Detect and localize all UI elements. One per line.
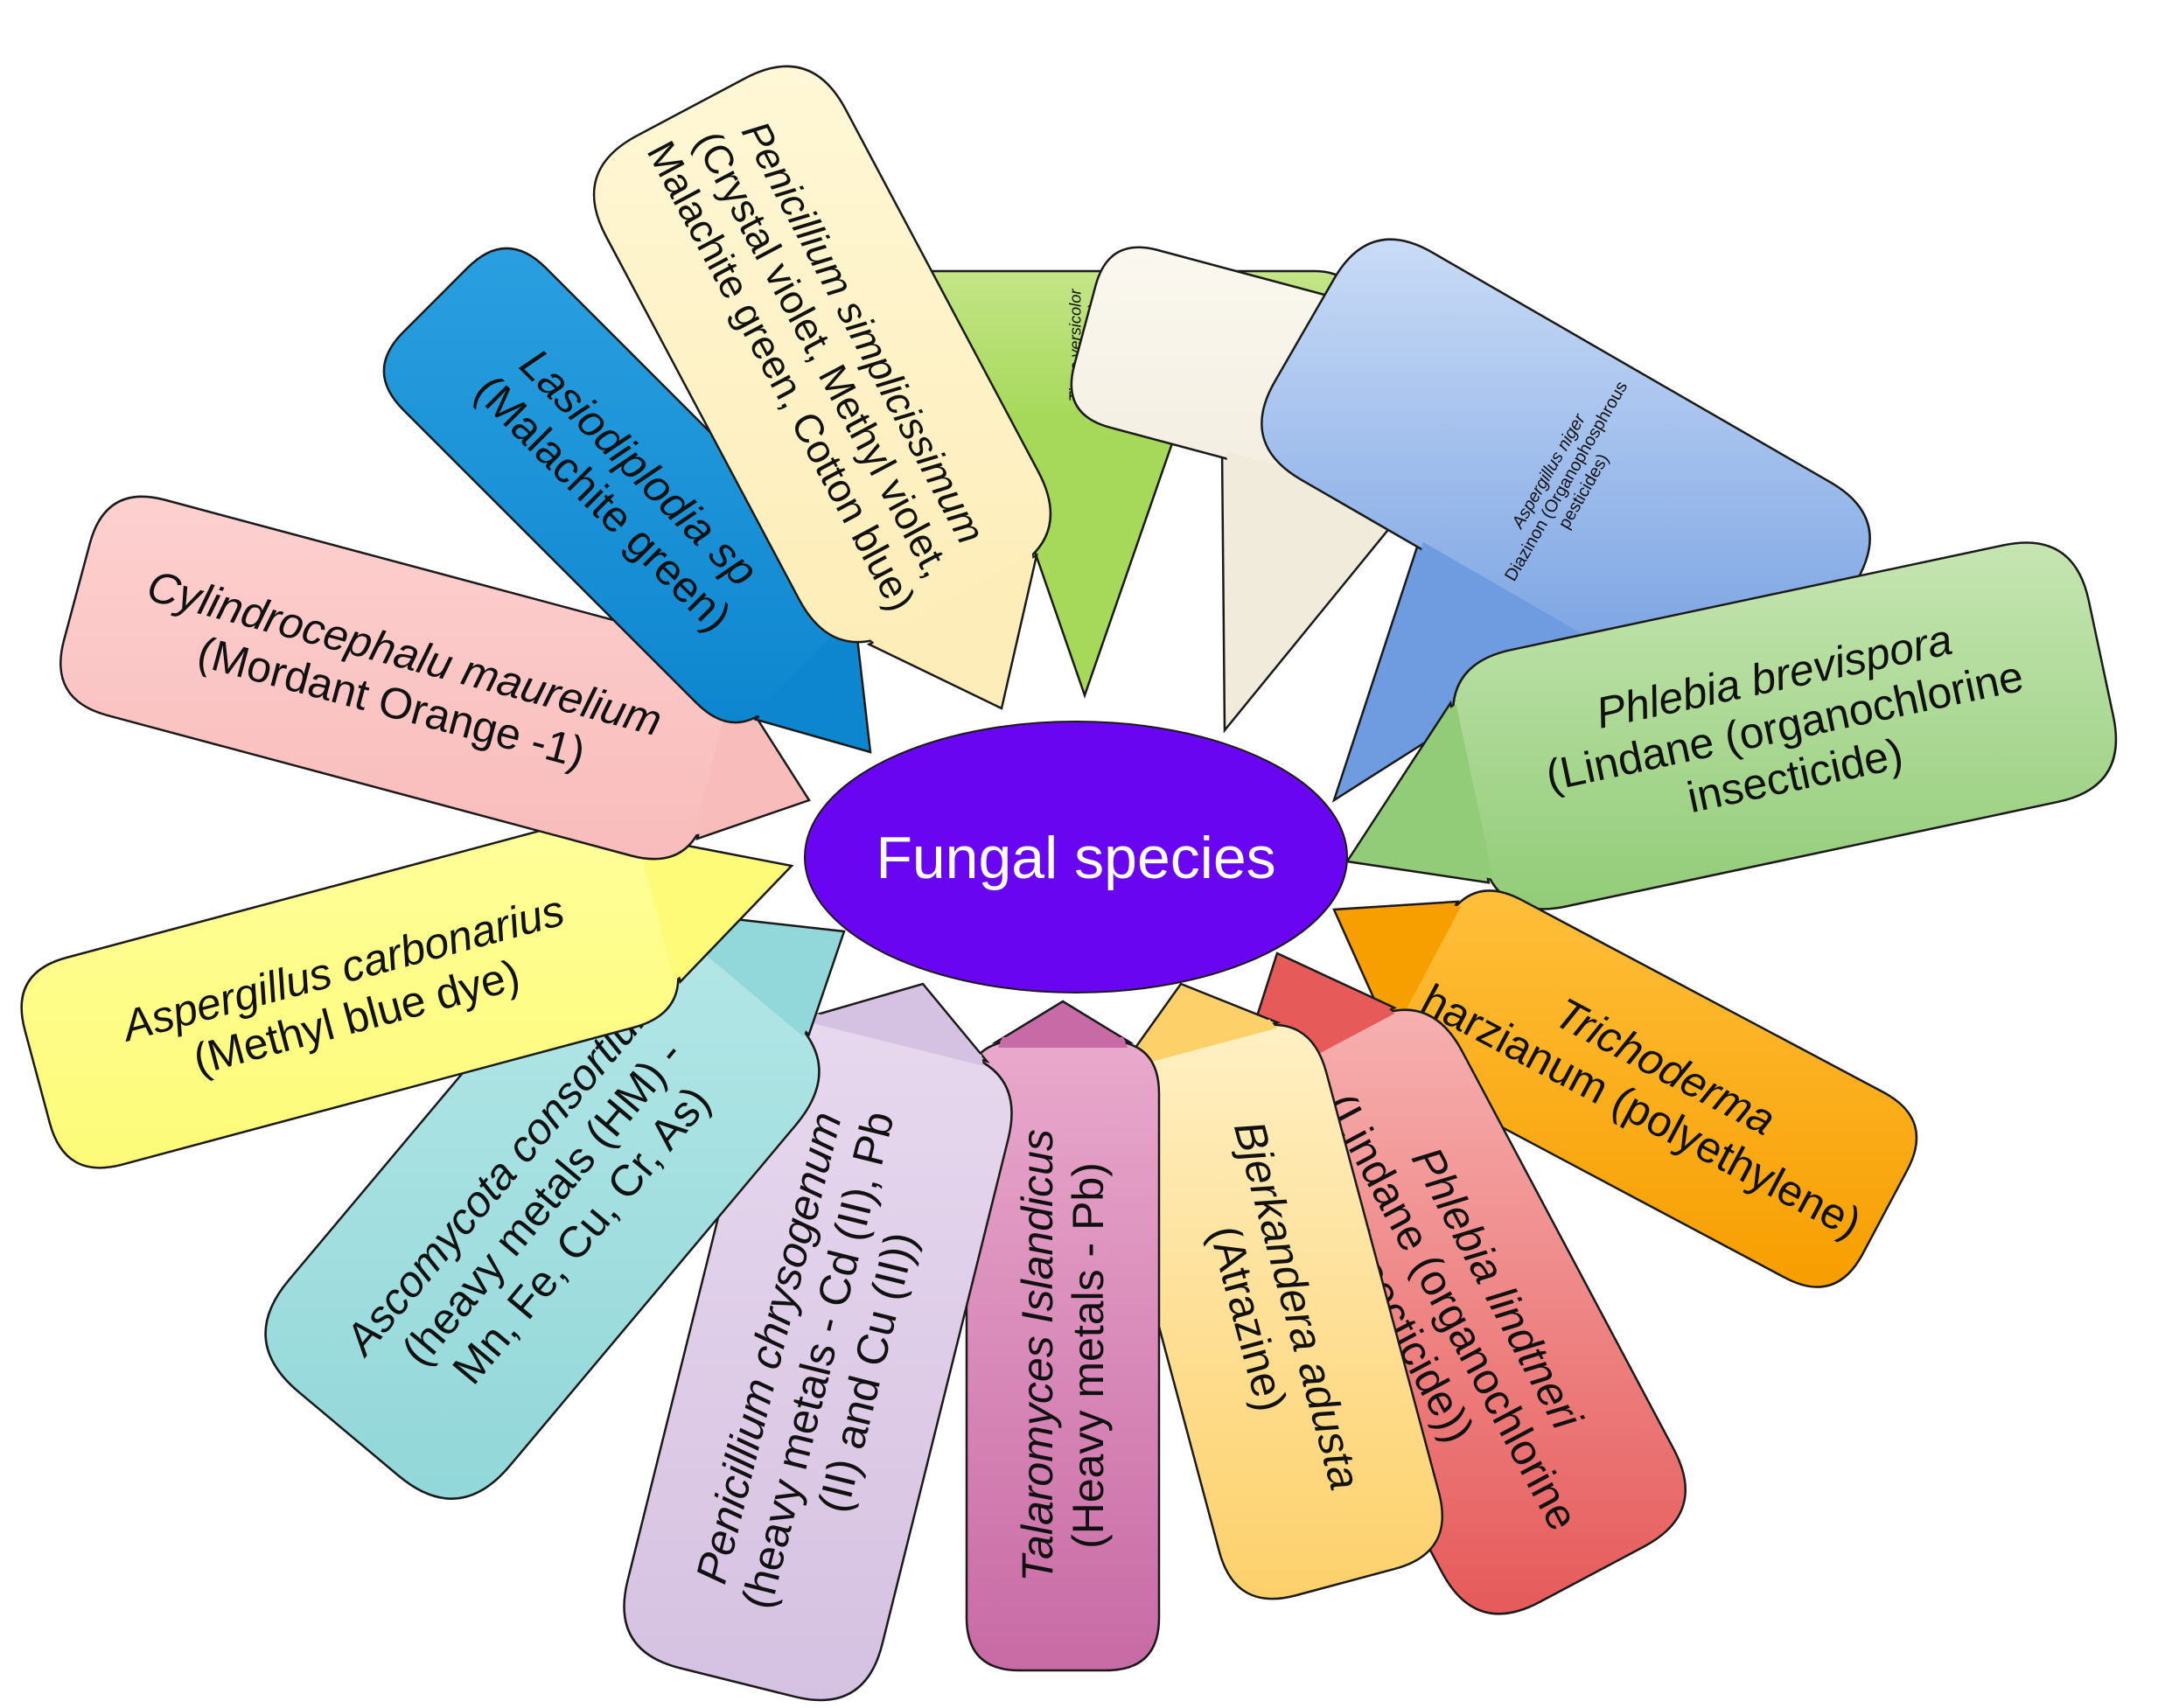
center-label: Fungal species (876, 825, 1275, 891)
petal-seam (693, 688, 741, 835)
petal-ascomycota: Ascomycota consortium(heavy metals (HM) … (264, 905, 846, 1500)
petal-seam (1128, 1019, 1277, 1069)
petal-seam (810, 1013, 983, 1066)
petal-aspergillus-niger: Aspergillus nigerDiazinon (Organophosphr… (1261, 238, 1871, 803)
petal-seam (1447, 704, 1494, 880)
petal-seam (753, 617, 855, 719)
petal-seam (869, 551, 1033, 646)
petal-talaromyces: Talaromyces Islandicus(Heavy metals - Pb… (965, 1000, 1161, 1672)
petal-seam (998, 1037, 1128, 1048)
center-ellipse (804, 721, 1348, 993)
pollutant-line: (Heavy metals - Pb) (1064, 1162, 1113, 1549)
species-name: Talaromyces Islandicus (1013, 1129, 1062, 1582)
petal-seam (1386, 905, 1462, 1032)
petal-seam (637, 840, 684, 981)
petal-cylindrocephalu: Cylindrocephalu maurelium(Mordant Orange… (59, 495, 811, 861)
petal-pointer (991, 1000, 1135, 1044)
petal-phlebia-brevispora: Phlebia brevispora(Lindane (organochlori… (1344, 541, 2118, 910)
petal-seam (1421, 541, 1585, 643)
center-node: Fungal species (804, 721, 1348, 993)
petal-bjerkandera: Bjerkandera adusta(Atrazine) (1102, 982, 1443, 1600)
petal-label: Talaromyces Islandicus(Heavy metals - Pb… (1013, 1129, 1113, 1582)
